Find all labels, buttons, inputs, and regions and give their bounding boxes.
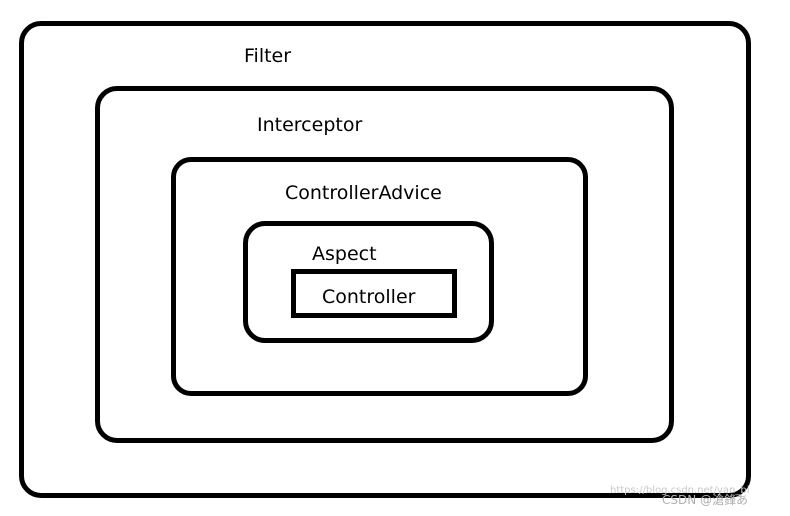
interceptor-label: Interceptor bbox=[257, 114, 363, 136]
watermark-credit: CSDN @滄鋒あ bbox=[662, 493, 749, 507]
filter-label: Filter bbox=[244, 45, 292, 67]
aspect-layer-box bbox=[243, 221, 494, 343]
controller-layer-box bbox=[291, 269, 457, 318]
filter-layer-box bbox=[19, 21, 751, 498]
controller-label: Controller bbox=[322, 286, 416, 308]
interceptor-layer-box bbox=[95, 86, 674, 443]
aspect-label: Aspect bbox=[312, 243, 377, 265]
controller-advice-layer-box bbox=[171, 157, 588, 396]
controller-advice-label: ControllerAdvice bbox=[285, 182, 442, 204]
watermark-url: https://blog.csdn.net/yan_bi bbox=[610, 485, 750, 496]
